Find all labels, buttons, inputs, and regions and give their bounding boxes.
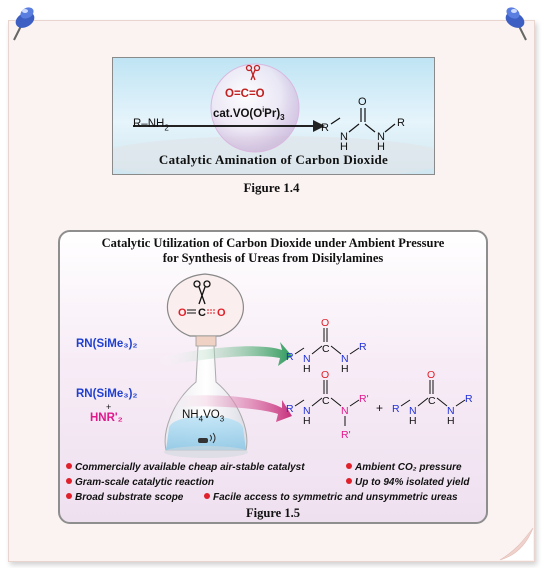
svg-text:N: N: [341, 405, 349, 417]
arrow-unsymmetric: [160, 395, 292, 422]
figure-urea-synthesis-panel: Catalytic Utilization of Carbon Dioxide …: [58, 230, 488, 524]
svg-text:H: H: [409, 415, 417, 427]
feature-item: Broad substrate scope: [66, 492, 183, 503]
co2-label: O=C=O: [225, 88, 265, 100]
bullet-icon: [204, 493, 210, 500]
panel-title-line1: Catalytic Utilization of Carbon Dioxide …: [101, 236, 445, 250]
bullet-icon: [66, 463, 72, 470]
feature-item: Ambient CO₂ pressure: [346, 462, 462, 473]
svg-text:H: H: [340, 141, 348, 153]
figure-amination-graphic: R N H O N H R R–NH2 O=C=O cat.VO(OiPr)3 …: [112, 57, 435, 175]
svg-text:C: C: [322, 395, 330, 407]
arrow-symmetric: [156, 342, 292, 368]
plus-sign: +: [106, 402, 112, 412]
svg-text:O: O: [321, 369, 329, 381]
co2-balloon: [166, 273, 244, 337]
figure-caption-1-4: Figure 1.4: [243, 180, 300, 195]
pushpin-icon-right: [505, 7, 527, 41]
svg-text:R': R': [359, 393, 369, 405]
bullet-icon: [66, 478, 72, 485]
svg-text:H: H: [377, 141, 385, 153]
svg-text:O: O: [358, 96, 367, 108]
svg-text:R: R: [286, 403, 294, 415]
feature-item: Up to 94% isolated yield: [346, 477, 469, 488]
svg-text:O: O: [217, 307, 226, 319]
svg-text:R: R: [286, 351, 294, 363]
svg-text:N: N: [409, 405, 417, 417]
bullet-icon: [346, 463, 352, 470]
svg-text:C: C: [428, 395, 436, 407]
reagent-disilylamine-1: RN(SiMe₃)₂: [76, 338, 138, 350]
svg-text:C: C: [322, 343, 330, 355]
svg-text:N: N: [341, 353, 349, 365]
svg-text:R: R: [392, 403, 400, 415]
page-curl: [499, 527, 534, 561]
svg-text:R: R: [465, 393, 473, 405]
urea-unsymmetric-structure: R N H C O N R' R' +: [286, 369, 383, 441]
svg-text:N: N: [303, 405, 311, 417]
svg-text:H: H: [341, 363, 349, 375]
svg-text:R': R': [341, 429, 351, 441]
amine-label: R–NH2: [133, 118, 169, 133]
catalyst-label: NH4VO3: [182, 409, 225, 424]
svg-text:O: O: [321, 317, 329, 329]
figure-caption-1-5: Figure 1.5: [246, 506, 300, 520]
scissors-icon: [245, 64, 261, 81]
svg-text:H: H: [303, 415, 311, 427]
feature-item: Commercially available cheap air-stable …: [66, 462, 305, 473]
stir-bar-icon: [198, 432, 216, 444]
svg-text:O: O: [427, 369, 435, 381]
panel-title-line2: for Synthesis of Ureas from Disilylamine…: [162, 251, 384, 265]
feature-item: Gram-scale catalytic reaction: [66, 477, 214, 488]
co2-molecule: O C O: [178, 307, 226, 319]
svg-text:O: O: [178, 307, 187, 319]
svg-text:R: R: [397, 117, 405, 129]
svg-text:N: N: [340, 131, 348, 143]
pushpin-icon-left: [13, 7, 35, 41]
reagent-disilylamine-2: RN(SiMe₃)₂: [76, 388, 138, 400]
svg-text:C: C: [198, 307, 206, 319]
scissors-icon: [193, 280, 211, 305]
catalyst-label: cat.VO(OiPr)3: [213, 107, 285, 123]
bullet-icon: [66, 493, 72, 500]
svg-text:H: H: [303, 363, 311, 375]
svg-text:R: R: [359, 341, 367, 353]
svg-text:+: +: [376, 401, 383, 415]
svg-text:R: R: [321, 122, 329, 134]
svg-text:N: N: [377, 131, 385, 143]
reagent-secondary-amine: HNR'₂: [90, 412, 123, 424]
svg-text:H: H: [447, 415, 455, 427]
feature-item: Facile access to symmetric and unsymmetr…: [204, 492, 458, 503]
svg-text:N: N: [447, 405, 455, 417]
figure-top-title: Catalytic Amination of Carbon Dioxide: [158, 152, 389, 167]
urea-symmetric-structure: R N H C O N H R: [286, 317, 367, 375]
urea-symmetric-structure-2: R N H C O N H R: [392, 369, 473, 427]
svg-text:N: N: [303, 353, 311, 365]
urea-structure-product: R N H O N H R: [321, 96, 405, 153]
co2-bubble: [210, 63, 300, 153]
bullet-icon: [346, 478, 352, 485]
flask-stopper: [195, 335, 217, 347]
